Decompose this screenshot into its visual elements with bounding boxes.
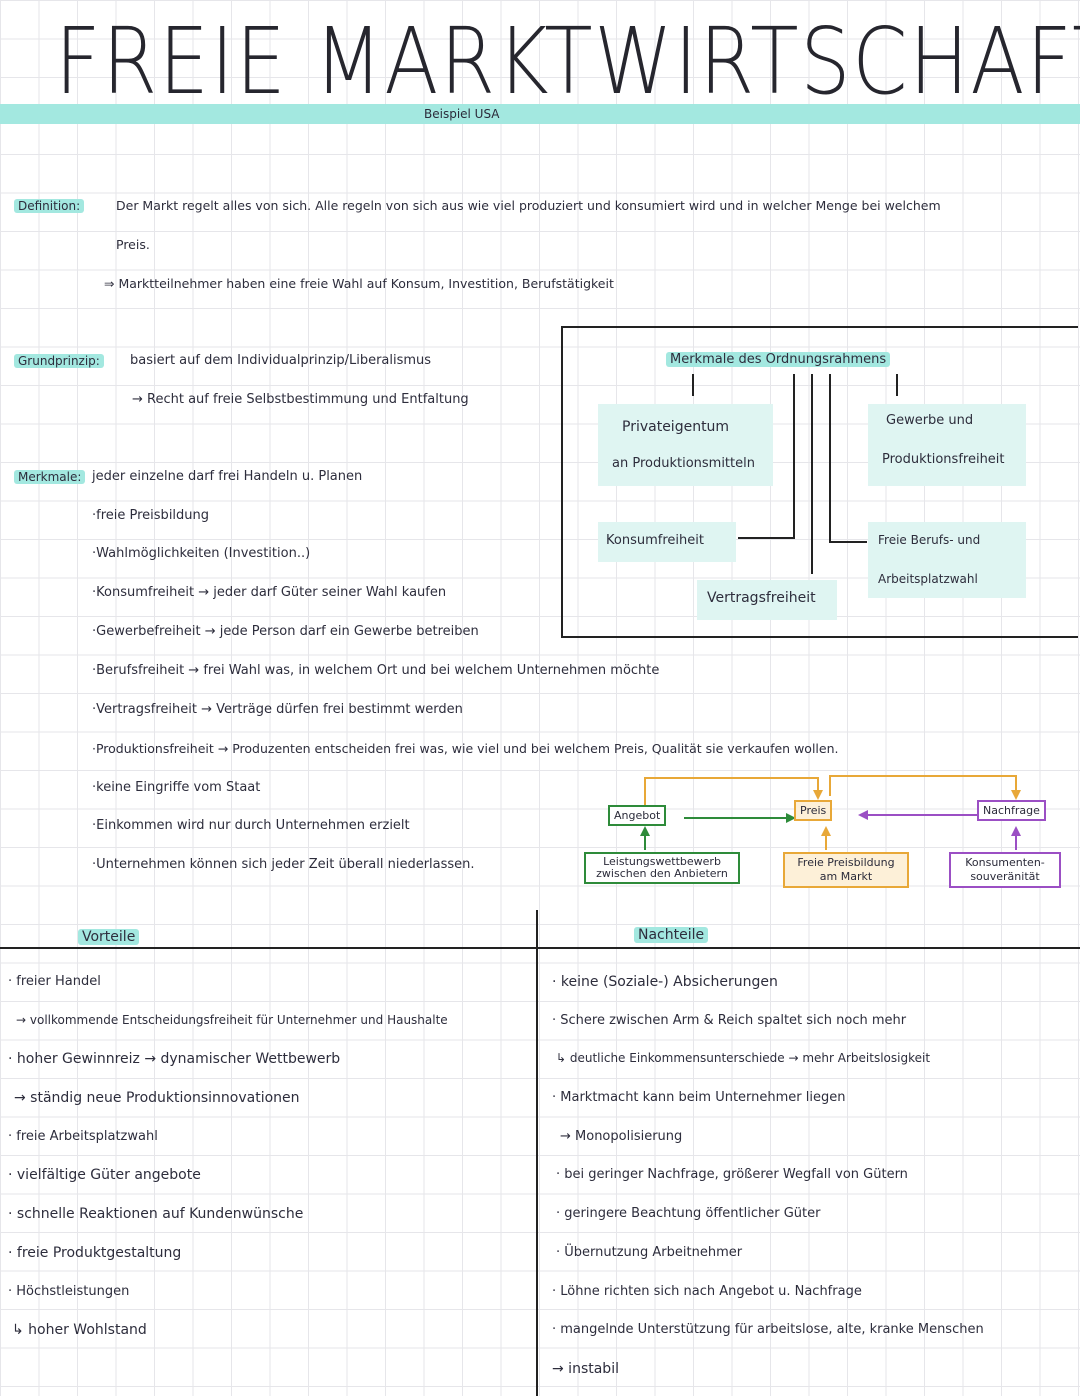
nachteil-item: · Übernutzung Arbeitnehmer <box>556 1245 743 1260</box>
grundprinzip-line-2: → Recht auf freie Selbstbestimmung und E… <box>132 392 469 407</box>
beruf-text-2: Arbeitsplatzwahl <box>878 572 978 586</box>
vorteile-heading: Vorteile <box>78 929 140 945</box>
vorteil-item: → vollkommende Entscheidungsfreiheit für… <box>16 1013 448 1027</box>
merkmal-item: ·Einkommen wird nur durch Unternehmen er… <box>92 818 410 833</box>
page-subtitle: Beispiel USA <box>424 107 500 121</box>
nachteil-item: · keine (Soziale-) Absicherungen <box>552 974 778 990</box>
privateigentum-text-2: an Produktionsmitteln <box>612 456 755 471</box>
definition-line-2: Preis. <box>116 237 150 252</box>
nachteile-heading: Nachteile <box>634 927 709 943</box>
nachteil-item: → Monopolisierung <box>560 1129 683 1144</box>
vorteil-item: · freie Arbeitsplatzwahl <box>8 1129 158 1144</box>
nachteil-item: → instabil <box>552 1361 619 1377</box>
connector-line <box>793 374 795 538</box>
vorteil-item: · schnelle Reaktionen auf Kundenwünsche <box>8 1206 304 1222</box>
merkmal-item: jeder einzelne darf frei Handeln u. Plan… <box>92 469 363 484</box>
vertragsfreiheit-box <box>697 580 837 620</box>
gewerbe-text-1: Gewerbe und <box>886 413 974 428</box>
merkmal-item: ·freie Preisbildung <box>92 508 210 523</box>
beruf-text-1: Freie Berufs- und <box>878 533 981 547</box>
vorteil-item: · vielfältige Güter angebote <box>8 1167 201 1183</box>
nachfrage-box: Nachfrage <box>977 800 1046 821</box>
merkmal-item: ·Produktionsfreiheit → Produzenten entsc… <box>92 741 839 756</box>
merkmal-item: ·Unternehmen können sich jeder Zeit über… <box>92 857 475 872</box>
vorteil-item: · freie Produktgestaltung <box>8 1245 182 1261</box>
connector-line <box>738 537 795 539</box>
preisbildung-box: Freie Preisbildung am Markt <box>783 852 909 888</box>
vorteil-item: · Höchstleistungen <box>8 1284 130 1299</box>
merkmal-item: ·Gewerbefreiheit → jede Person darf ein … <box>92 624 479 639</box>
merkmal-item: ·keine Eingriffe vom Staat <box>92 780 261 795</box>
merkmal-item: ·Berufsfreiheit → frei Wahl was, in welc… <box>92 663 660 678</box>
gewerbe-box <box>868 404 1026 486</box>
angebot-box: Angebot <box>608 805 667 826</box>
nachteil-item: · geringere Beachtung öffentlicher Güter <box>556 1206 821 1221</box>
table-divider-vertical <box>536 910 538 1396</box>
privateigentum-box <box>598 404 773 486</box>
table-divider-horizontal <box>0 947 1080 949</box>
nachteil-item: · bei geringer Nachfrage, größerer Wegfa… <box>556 1167 908 1182</box>
preis-box: Preis <box>794 800 833 821</box>
nachteil-item: · Schere zwischen Arm & Reich spaltet si… <box>552 1013 907 1028</box>
vorteil-item: · freier Handel <box>8 974 101 989</box>
nachteil-item: · Marktmacht kann beim Unternehmer liege… <box>552 1090 846 1105</box>
gewerbe-text-2: Produktionsfreiheit <box>882 452 1005 467</box>
definition-line-3: ⇒ Marktteilnehmer haben eine freie Wahl … <box>104 276 614 291</box>
privateigentum-text-1: Privateigentum <box>622 419 730 435</box>
beruf-box <box>868 522 1026 598</box>
connector-line <box>692 374 694 396</box>
grundprinzip-line-1: basiert auf dem Individualprinzip/Libera… <box>130 353 432 368</box>
merkmal-item: ·Konsumfreiheit → jeder darf Güter seine… <box>92 585 447 600</box>
connector-line <box>829 374 831 542</box>
merkmale-label: Merkmale: <box>14 470 86 484</box>
page-title: FREIE MARKTWIRTSCHAFT <box>55 8 1080 115</box>
ordnungsrahmen-box <box>561 326 1078 638</box>
vertragsfreiheit-text: Vertragsfreiheit <box>707 590 816 606</box>
ordnungsrahmen-title: Merkmale des Ordnungsrahmens <box>666 352 891 367</box>
konsumfreiheit-box <box>598 522 736 562</box>
grundprinzip-label: Grundprinzip: <box>14 354 104 368</box>
connector-line <box>896 374 898 396</box>
nachteil-item: ↳ deutliche Einkommensunterschiede → meh… <box>556 1051 931 1065</box>
konsumentensouveraenitaet-box: Konsumenten-souveränität <box>949 852 1061 888</box>
nachteil-item: · Löhne richten sich nach Angebot u. Nac… <box>552 1284 862 1299</box>
connector-line <box>811 374 813 574</box>
definition-line-1: Der Markt regelt alles von sich. Alle re… <box>116 198 941 213</box>
leistungswettbewerb-box: Leistungswettbewerb zwischen den Anbiete… <box>584 852 740 884</box>
merkmal-item: ·Wahlmöglichkeiten (Investition..) <box>92 546 311 561</box>
konsumfreiheit-text: Konsumfreiheit <box>606 533 704 548</box>
connector-line <box>829 541 867 543</box>
vorteil-item: → ständig neue Produktionsinnovationen <box>14 1090 300 1106</box>
nachteil-item: · mangelnde Unterstützung für arbeitslos… <box>552 1322 984 1337</box>
vorteil-item: · hoher Gewinnreiz → dynamischer Wettbew… <box>8 1051 341 1067</box>
definition-label: Definition: <box>14 199 85 213</box>
title-highlight-band <box>0 104 1080 124</box>
vorteil-item: ↳ hoher Wohlstand <box>12 1322 147 1338</box>
merkmal-item: ·Vertragsfreiheit → Verträge dürfen frei… <box>92 702 463 717</box>
